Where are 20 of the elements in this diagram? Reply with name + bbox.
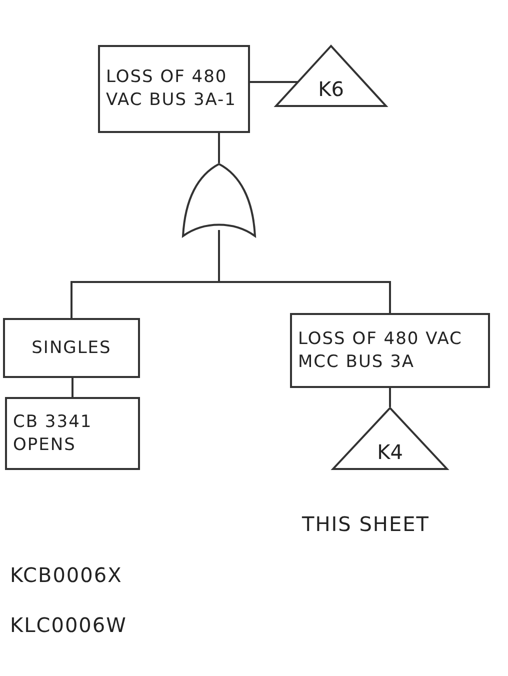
transfer-label: K4 xyxy=(376,440,404,464)
event-box xyxy=(98,45,250,133)
event-box xyxy=(3,318,140,378)
code-label: KCB0006X xyxy=(10,563,122,587)
connector-line xyxy=(218,133,220,163)
event-text: SINGLES xyxy=(30,336,112,360)
connector-line xyxy=(389,388,391,407)
note-text: THIS SHEET xyxy=(302,512,430,536)
transfer-triangle xyxy=(332,407,448,470)
code-label: KLC0006W xyxy=(10,613,127,637)
event-box xyxy=(290,313,490,388)
connector-line xyxy=(250,81,298,83)
or-gate xyxy=(182,163,256,237)
event-text: CB 3341 OPENS xyxy=(13,410,94,456)
transfer-label: K6 xyxy=(317,77,345,101)
event-text: LOSS OF 480 VAC MCC BUS 3A xyxy=(298,328,464,374)
transfer-triangle xyxy=(275,45,387,107)
connector-line xyxy=(72,378,74,397)
event-box xyxy=(5,397,140,470)
event-text: LOSS OF 480 VAC BUS 3A-1 xyxy=(106,66,238,112)
